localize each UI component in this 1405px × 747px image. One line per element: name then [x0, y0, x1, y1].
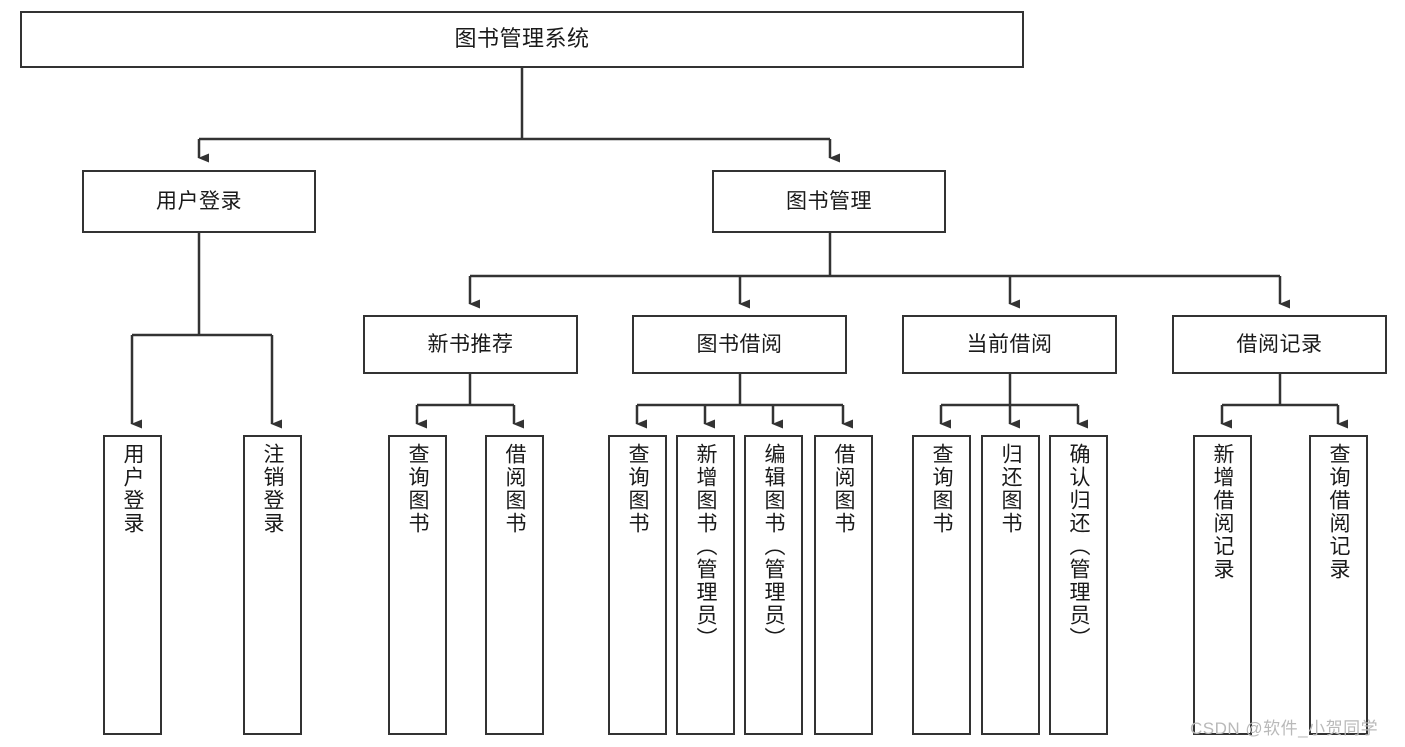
node-label: 新增借阅记录 — [1211, 443, 1234, 581]
leaf-book-borrow-add-book-admin[interactable]: 新增图书（管理员） — [676, 435, 735, 735]
node-label: 借阅记录 — [1236, 332, 1323, 356]
leaf-new-book-query-book[interactable]: 查询图书 — [388, 435, 447, 735]
node-label: 查询借阅记录 — [1327, 443, 1350, 581]
node-label: 图书管理系统 — [454, 26, 590, 52]
leaf-current-borrow-confirm-return-admin[interactable]: 确认归还（管理员） — [1049, 435, 1108, 735]
leaf-current-borrow-query-book[interactable]: 查询图书 — [912, 435, 971, 735]
node-label: 查询图书 — [406, 443, 429, 535]
node-label: 新书推荐 — [427, 332, 514, 356]
leaf-borrow-record-query-record[interactable]: 查询借阅记录 — [1309, 435, 1368, 735]
node-root-book-management-system[interactable]: 图书管理系统 — [20, 11, 1024, 68]
node-new-book-recommend[interactable]: 新书推荐 — [363, 315, 578, 374]
leaf-book-borrow-borrow-book[interactable]: 借阅图书 — [814, 435, 873, 735]
node-label: 用户登录 — [121, 443, 144, 535]
node-book-management[interactable]: 图书管理 — [712, 170, 946, 233]
leaf-user-login-logout[interactable]: 注销登录 — [243, 435, 302, 735]
node-borrow-record[interactable]: 借阅记录 — [1172, 315, 1387, 374]
node-label: 确认归还（管理员） — [1067, 443, 1090, 650]
leaf-user-login-login[interactable]: 用户登录 — [103, 435, 162, 735]
node-label: 借阅图书 — [832, 443, 855, 535]
csdn-watermark: CSDN @软件_小贺同学 — [1190, 719, 1379, 738]
leaf-new-book-borrow-book[interactable]: 借阅图书 — [485, 435, 544, 735]
leaf-borrow-record-add-record[interactable]: 新增借阅记录 — [1193, 435, 1252, 735]
node-label: 注销登录 — [261, 443, 284, 535]
node-label: 用户登录 — [156, 189, 242, 213]
node-label: 当前借阅 — [966, 332, 1053, 356]
node-label: 查询图书 — [626, 443, 649, 535]
leaf-current-borrow-return-book[interactable]: 归还图书 — [981, 435, 1040, 735]
node-user-login[interactable]: 用户登录 — [82, 170, 316, 233]
node-label: 借阅图书 — [503, 443, 526, 535]
node-label: 编辑图书（管理员） — [762, 443, 785, 650]
leaf-book-borrow-edit-book-admin[interactable]: 编辑图书（管理员） — [744, 435, 803, 735]
node-label: 归还图书 — [999, 443, 1022, 535]
leaf-book-borrow-query-book[interactable]: 查询图书 — [608, 435, 667, 735]
node-label: 新增图书（管理员） — [694, 443, 717, 650]
node-label: 图书借阅 — [696, 332, 783, 356]
node-label: 查询图书 — [930, 443, 953, 535]
node-current-borrow[interactable]: 当前借阅 — [902, 315, 1117, 374]
node-book-borrow[interactable]: 图书借阅 — [632, 315, 847, 374]
node-label: 图书管理 — [786, 189, 872, 213]
